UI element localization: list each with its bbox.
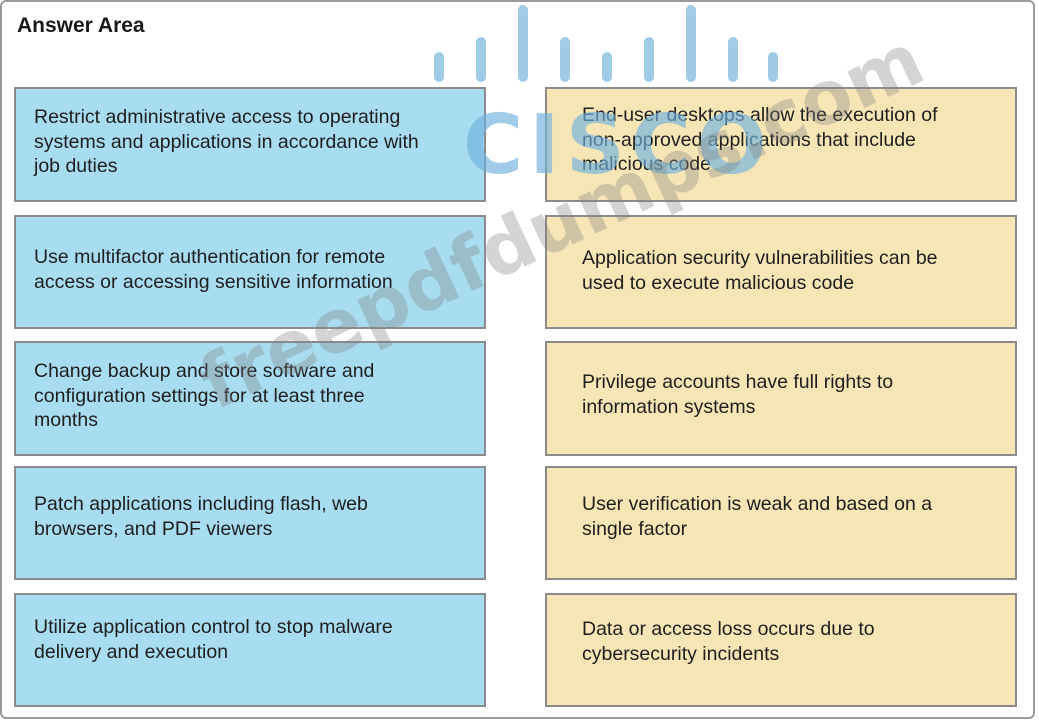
left-item-5[interactable]: Utilize application control to stop malw… (14, 593, 486, 707)
right-item-3-text: Privilege accounts have full rights to i… (582, 371, 894, 418)
left-item-2-text: Use multifactor authentication for remot… (34, 246, 393, 293)
right-item-4-text: User verification is weak and based on a… (582, 493, 933, 540)
left-item-1[interactable]: Restrict administrative access to operat… (14, 87, 486, 202)
left-item-5-text: Utilize application control to stop malw… (34, 616, 393, 663)
right-item-2-text: Application security vulnerabilities can… (582, 247, 938, 294)
left-item-3-text: Change backup and store software and con… (34, 360, 375, 431)
left-item-3[interactable]: Change backup and store software and con… (14, 341, 486, 456)
left-item-2[interactable]: Use multifactor authentication for remot… (14, 215, 486, 329)
answer-area-title: Answer Area (17, 14, 145, 37)
cisco-logo-watermark: CISCO (463, 98, 773, 193)
left-item-4-text: Patch applications including flash, web … (34, 493, 368, 540)
right-item-1[interactable]: End-user desktops allow the execution of… (545, 87, 1017, 202)
right-item-2[interactable]: Application security vulnerabilities can… (545, 215, 1017, 329)
right-item-3[interactable]: Privilege accounts have full rights to i… (545, 341, 1017, 456)
left-item-1-text: Restrict administrative access to operat… (34, 106, 419, 177)
right-item-1-text: End-user desktops allow the execution of… (582, 104, 938, 175)
right-item-5[interactable]: Data or access loss occurs due to cybers… (545, 593, 1017, 707)
right-item-5-text: Data or access loss occurs due to cybers… (582, 618, 875, 665)
cisco-logo-bars-icon (432, 2, 778, 82)
left-item-4[interactable]: Patch applications including flash, web … (14, 466, 486, 580)
right-item-4[interactable]: User verification is weak and based on a… (545, 466, 1017, 580)
